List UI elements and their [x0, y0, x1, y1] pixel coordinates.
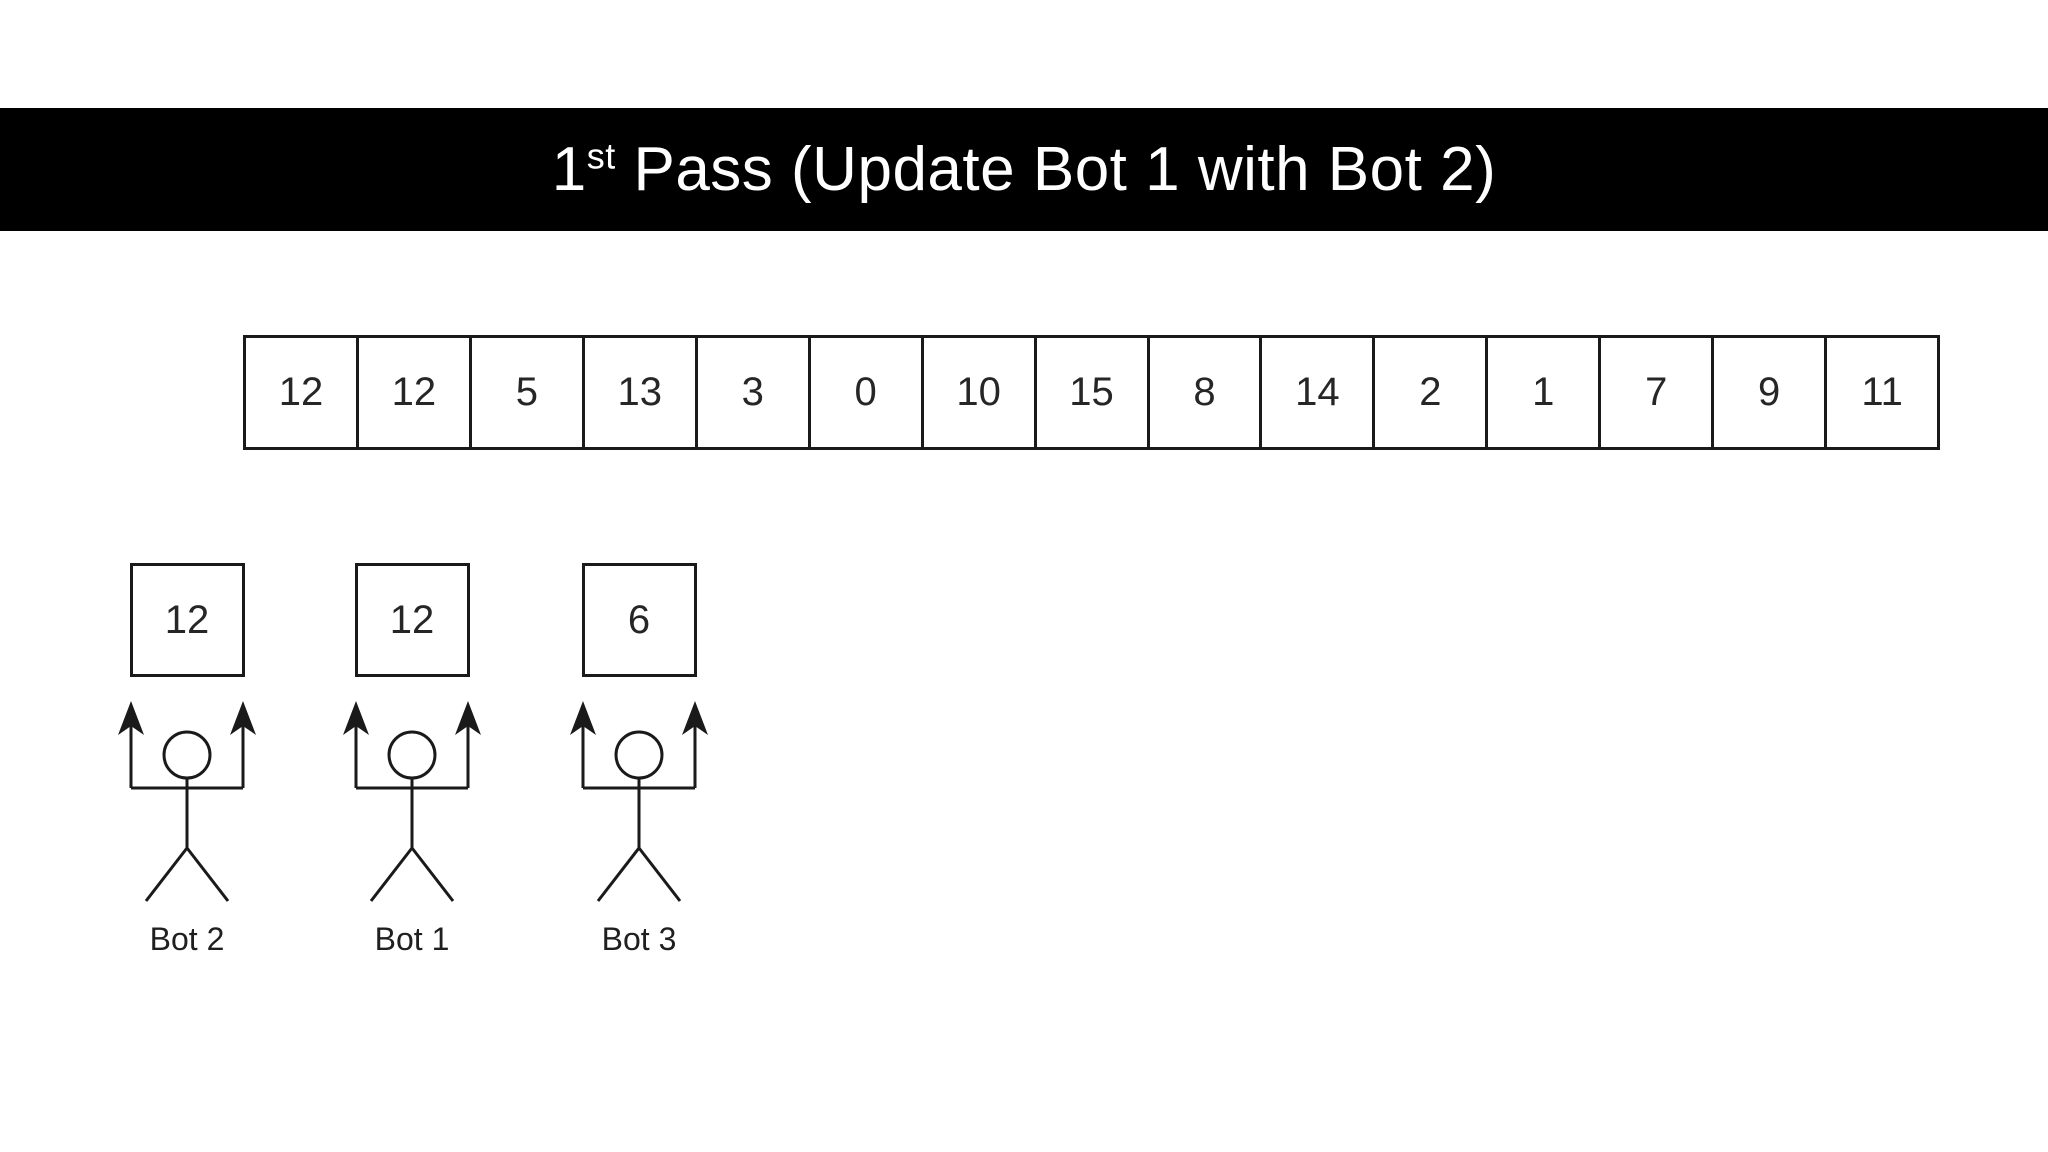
array-cell: 12 — [246, 338, 359, 447]
array-cell: 11 — [1861, 370, 1903, 414]
bot-value-box: 12 — [354, 563, 470, 677]
title-prefix: 1 — [551, 135, 587, 204]
array-cell: 2 — [1375, 338, 1489, 447]
bot-label: Bot 2 — [149, 921, 225, 957]
bot-group-2: 12 Bot 2 — [107, 563, 267, 958]
up-arrow-icon — [570, 701, 596, 788]
bot-value-box: 6 — [581, 563, 697, 677]
stick-figure-icon — [343, 701, 481, 902]
array-cell: 10 — [924, 338, 1037, 447]
array-cell: 9 — [1714, 338, 1828, 447]
bot-value-box: 12 — [129, 563, 245, 677]
title-rest: Pass (Update Bot 1 with Bot 2) — [615, 135, 1497, 204]
array-cell: 15 — [1037, 338, 1150, 447]
array-cell: 8 — [1150, 338, 1263, 447]
up-arrow-icon — [682, 701, 708, 788]
bot-label: Bot 3 — [601, 921, 677, 957]
bot-group-3: 6 Bot 3 — [559, 563, 719, 958]
slide-title: 1st Pass (Update Bot 1 with Bot 2) — [552, 134, 1496, 205]
array-cell: 0 — [811, 338, 924, 447]
array-cell: 13 — [585, 338, 698, 447]
title-bar: 1st Pass (Update Bot 1 with Bot 2) — [0, 108, 2048, 231]
bot-group-1: 12 Bot 1 — [332, 563, 492, 958]
up-arrow-icon — [230, 701, 256, 788]
array-cell: 3 — [698, 338, 811, 447]
stick-figure-icon — [118, 701, 256, 902]
array-cell: 14 — [1262, 338, 1376, 447]
up-arrow-icon — [118, 701, 144, 788]
stick-figure-icon — [570, 701, 708, 902]
title-ordinal-superscript: st — [586, 135, 616, 177]
array-cell: 5 — [472, 338, 585, 447]
bot-label: Bot 1 — [374, 921, 450, 957]
array-cell: 1 — [1488, 338, 1602, 447]
array-row: 12 12 5 13 3 0 10 15 8 14 2 1 7 9 11 — [243, 335, 1940, 450]
array-cell: 12 — [359, 338, 472, 447]
array-cell: 7 — [1601, 338, 1715, 447]
up-arrow-icon — [343, 701, 369, 788]
up-arrow-icon — [455, 701, 481, 788]
